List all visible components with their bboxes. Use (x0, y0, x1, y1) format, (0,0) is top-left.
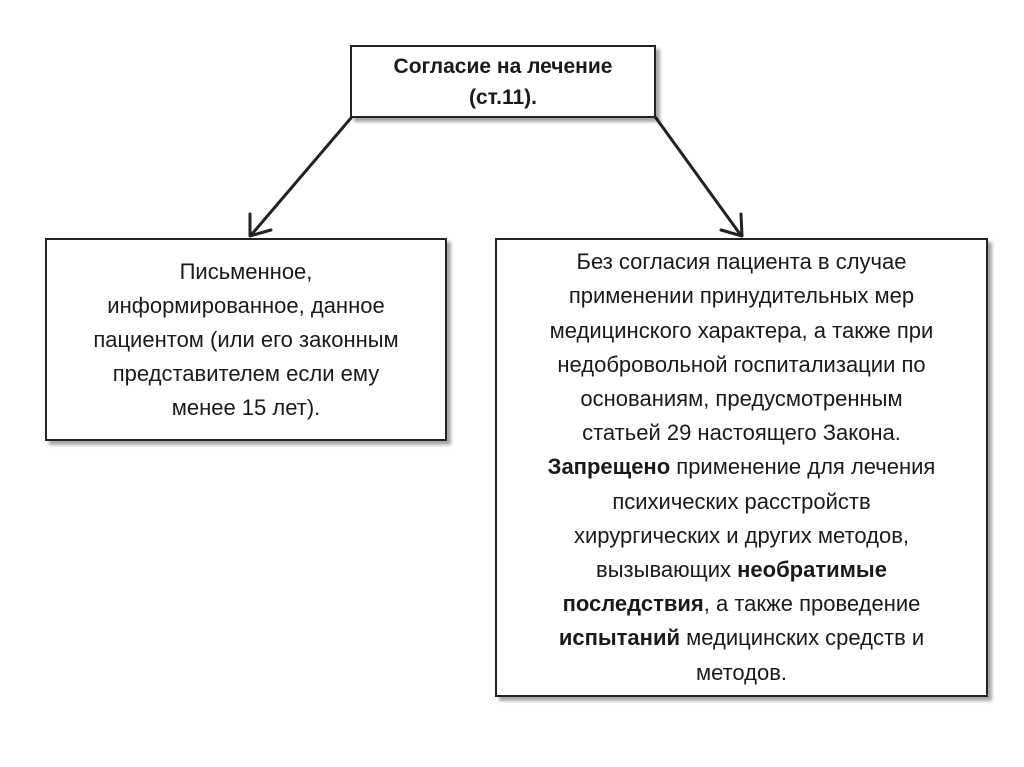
node-without-consent: Без согласия пациента в случае применени… (495, 238, 988, 697)
arrow-to-left-box (250, 116, 353, 236)
left-line-1: Письменное, (179, 258, 313, 284)
arrowhead-right (719, 212, 744, 238)
emphasis-irreversible: необратимые (737, 557, 887, 582)
left-line-5: менее 15 лет). (171, 394, 321, 420)
right-line-10-pre: вызывающих (596, 557, 738, 582)
root-article-ref: (ст.11). (469, 85, 537, 109)
node-written-consent: Письменное, информированное, данное паци… (45, 238, 447, 441)
right-line-11: последствия, а также проведение (563, 587, 921, 621)
emphasis-trials: испытаний (558, 625, 680, 651)
right-line-11-rest: , а также проведение (703, 591, 921, 617)
right-line-7-rest: применение для лечения (670, 454, 936, 480)
right-line-12-rest: медицинских средств и (680, 625, 925, 651)
arrow-to-right-box (654, 116, 742, 236)
root-title: Согласие на лечение (393, 54, 613, 78)
right-line-2: применении принудительных мер (568, 283, 915, 309)
right-line-5: основаниям, предусмотренным (580, 385, 903, 411)
emphasis-prohibited: Запрещено (547, 454, 671, 480)
right-line-3: медицинского характера, а также при (549, 317, 934, 343)
root-node-consent: Согласие на лечение (ст.11). (350, 45, 656, 118)
right-line-8: психических расстройств (612, 488, 871, 514)
left-line-4: представителем если ему (112, 360, 380, 386)
right-line-1: Без согласия пациента в случае (576, 249, 907, 275)
right-line-10: вызывающих необратимые (596, 553, 887, 587)
right-line-7: Запрещено применение для лечения (548, 450, 936, 484)
right-line-9: хирургических и других методов, (573, 522, 910, 548)
left-line-2: информированное, данное (107, 292, 385, 318)
right-line-12: испытаний медицинских средств и (559, 621, 924, 655)
emphasis-consequences: последствия (562, 591, 704, 617)
right-line-6: статьей 29 настоящего Закона. (582, 420, 901, 446)
right-line-4: недобровольной госпитализации по (557, 351, 926, 377)
left-line-3: пациентом (или его законным (93, 326, 399, 352)
right-line-13: методов. (695, 659, 788, 685)
arrowhead-left (248, 212, 273, 238)
